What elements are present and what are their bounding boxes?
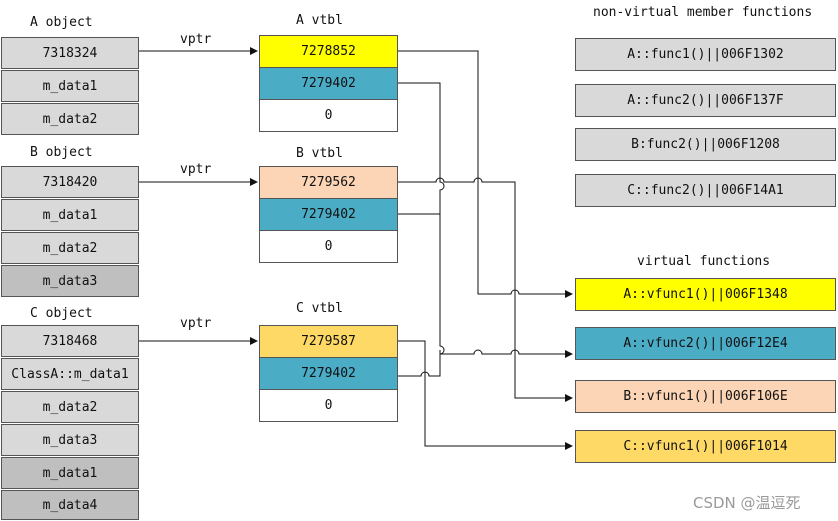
- link-cvtbl1: [398, 350, 441, 377]
- vptr-label-c: vptr: [180, 316, 212, 331]
- nonvirtual-item-c-func2: C::func2()||006F14A1: [575, 174, 836, 207]
- b-vtbl-slot-2: 0: [259, 230, 398, 263]
- vptr-label-a: vptr: [180, 32, 212, 47]
- virtual-item-c-vfunc1: C::vfunc1()||006F1014: [575, 430, 836, 463]
- link-bvtbl0-bvfunc1: [398, 177, 573, 402]
- virtual-item-a-vfunc1: A::vfunc1()||006F1348: [575, 278, 836, 311]
- virtual-item-a-vfunc2: A::vfunc2()||006F12E4: [575, 327, 836, 360]
- c-object-classa-m-data1-cell: ClassA::m_data1: [1, 358, 139, 390]
- watermark: CSDN @温逗死: [693, 494, 801, 512]
- virtual-title: virtual functions: [637, 254, 771, 269]
- nonvirtual-item-a-func1: A::func1()||006F1302: [575, 38, 836, 71]
- a-vtbl-slot-1: 7279402: [259, 67, 398, 100]
- nonvirtual-item-b-func2: B:func2()||006F1208: [575, 128, 836, 161]
- a-object-title: A object: [30, 15, 93, 30]
- link-avtbl1-avfunc2: [398, 82, 573, 358]
- b-object-vptr-cell: 7318420: [1, 166, 139, 198]
- c-vtbl-slot-1: 7279402: [259, 357, 398, 390]
- a-object-m-data2-cell: m_data2: [1, 103, 139, 135]
- a-object-m-data1-cell: m_data1: [1, 70, 139, 102]
- b-vtbl-title: B vtbl: [296, 146, 343, 161]
- c-vtbl-slot-2: 0: [259, 389, 398, 422]
- c-object-m-data1-cell: m_data1: [1, 457, 139, 489]
- c-object-m-data3-cell: m_data3: [1, 424, 139, 456]
- a-vtbl-slot-2: 0: [259, 99, 398, 132]
- link-avtbl0-avfunc1: [398, 50, 573, 298]
- a-object-vptr-cell: 7318324: [1, 37, 139, 69]
- nonvirtual-item-a-func2: A::func2()||006F137F: [575, 84, 836, 117]
- nonvirtual-title: non-virtual member functions: [593, 5, 813, 20]
- c-vtbl-slot-0: 7279587: [259, 325, 398, 358]
- c-object-title: C object: [30, 306, 93, 321]
- b-vtbl-slot-1: 7279402: [259, 198, 398, 231]
- b-object-title: B object: [30, 145, 93, 160]
- c-object-m-data2-cell: m_data2: [1, 391, 139, 423]
- b-vtbl-slot-0: 7279562: [259, 166, 398, 199]
- vptr-label-b: vptr: [180, 162, 212, 177]
- c-object-m-data4-cell: m_data4: [1, 490, 139, 520]
- b-object-m-data2-cell: m_data2: [1, 232, 139, 264]
- c-vtbl-title: C vtbl: [296, 301, 343, 316]
- b-object-m-data1-cell: m_data1: [1, 199, 139, 231]
- a-vtbl-title: A vtbl: [296, 13, 343, 28]
- a-vtbl-slot-0: 7278852: [259, 35, 398, 68]
- virtual-item-b-vfunc1: B::vfunc1()||006F106E: [575, 380, 836, 413]
- link-cvtbl0-cvfunc1: [398, 340, 573, 450]
- c-object-vptr-cell: 7318468: [1, 325, 139, 357]
- b-object-m-data3-cell: m_data3: [1, 265, 139, 297]
